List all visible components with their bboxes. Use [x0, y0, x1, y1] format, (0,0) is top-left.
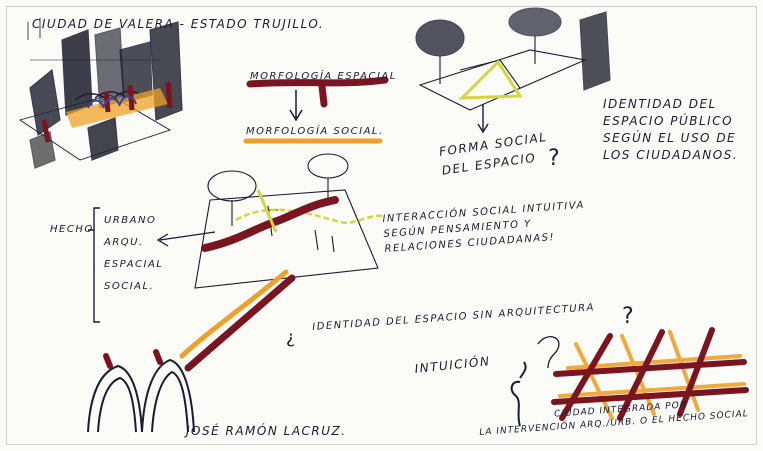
hecho-list: Urbano Arqu. Espacial Social.	[104, 210, 163, 298]
hecho-label: Hecho	[50, 224, 94, 235]
hecho-item: Espacial	[104, 254, 163, 276]
arches-sketch	[88, 360, 194, 432]
question-open-mark: ¿	[286, 328, 297, 348]
forma-question-mark: ?	[548, 146, 561, 171]
diagonal-maroon	[188, 278, 292, 368]
spatial-maroon-tick	[322, 86, 324, 104]
identity-line-4: los Ciudadanos.	[603, 147, 738, 164]
hecho-item: Arqu.	[104, 232, 163, 254]
morph-arrow	[290, 90, 302, 120]
title-text: Ciudad de Valera - Estado Trujillo.	[32, 17, 324, 31]
forma-arrow	[478, 104, 488, 132]
hecho-item: Urbano	[104, 210, 163, 232]
plaza-sketch	[416, 8, 610, 110]
intuition-question	[538, 337, 559, 368]
social-morphology-label: Morfología Social.	[246, 126, 384, 137]
identity-note: Identidad del Espacio Público según el u…	[603, 96, 738, 164]
arches-maroon-heads	[106, 352, 160, 366]
identity-line-3: según el uso de	[603, 130, 738, 147]
diagonal-orange	[182, 272, 286, 356]
spatial-morphology-label: Morfología Espacial	[250, 71, 397, 82]
question-close-mark: ?	[622, 304, 635, 329]
identity-line-2: Espacio Público	[603, 113, 738, 130]
hecho-item: Social.	[104, 276, 163, 298]
space-maroon-line	[205, 200, 335, 248]
identity-line-1: Identidad del	[603, 96, 738, 113]
signature-text: José Ramón Lacruz.	[186, 424, 347, 438]
